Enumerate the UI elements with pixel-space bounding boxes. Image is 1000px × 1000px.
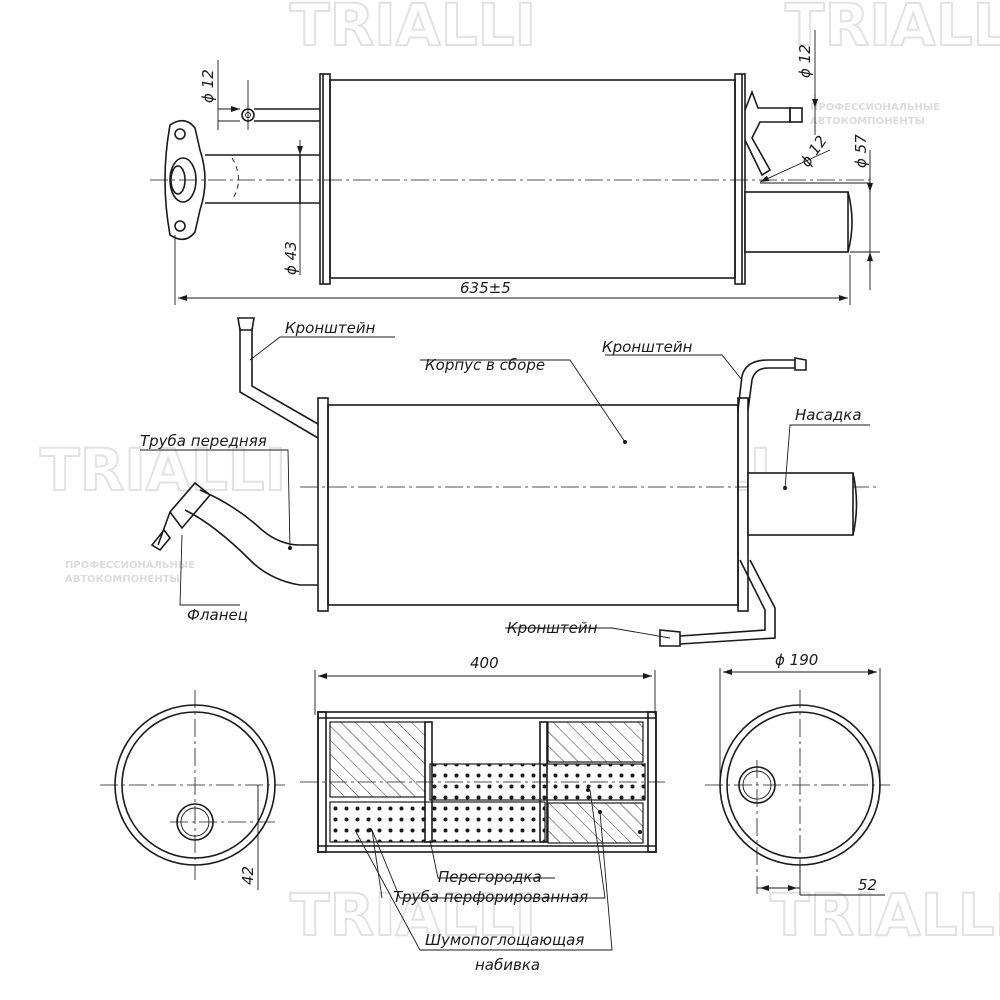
label-packing-line1: Шумопоглощающая	[425, 931, 584, 949]
watermark-text: TRIALLI	[290, 881, 536, 949]
watermark-tagline: АВТОКОМПОНЕНТЫ	[810, 116, 925, 127]
side-tail-tip	[747, 472, 854, 536]
label-bracket-top: Кронштейн	[285, 319, 376, 337]
side-view: Кронштейн Корпус в сборе Кронштейн Труба…	[140, 317, 880, 647]
dim-overall-length: 635±5	[460, 279, 511, 297]
leader-bracket-right	[605, 354, 743, 381]
leader-baffle	[429, 839, 555, 879]
label-flange: Фланец	[187, 606, 248, 624]
dim-front-pipe: ϕ 43	[282, 241, 300, 275]
leader-packing	[354, 811, 613, 951]
top-view: ϕ 12 ϕ 43 ϕ 12 ϕ 12 ϕ 57 635±5	[150, 30, 880, 305]
side-left-bracket	[239, 328, 319, 439]
leader-tip	[784, 424, 870, 489]
end-view-left: 42	[100, 690, 285, 890]
label-tip: Насадка	[795, 406, 862, 424]
top-tail-tip	[744, 191, 849, 253]
label-perforated-pipe: Труба перфорированная	[393, 888, 588, 906]
leader-bracket-top	[249, 336, 395, 361]
label-packing-line2: набивка	[475, 956, 540, 974]
leader-flange	[179, 534, 240, 606]
dim-inlet-bracket: ϕ 12	[199, 69, 217, 103]
label-bracket-right: Кронштейн	[602, 338, 693, 356]
end-view-right: ϕ 190 52	[705, 651, 890, 896]
leader-body	[420, 359, 626, 443]
label-bracket-bottom: Кронштейн	[507, 619, 598, 637]
watermark-text: TRIALLI	[785, 0, 1000, 59]
side-bottom-bracket	[679, 559, 776, 645]
dim-tail-pipe: ϕ 57	[852, 134, 870, 168]
side-right-bracket	[737, 359, 795, 411]
side-front-pipe	[184, 489, 318, 586]
dim-offset-left: 42	[239, 866, 257, 885]
dim-body-dia: ϕ 190	[775, 651, 818, 669]
label-front-pipe: Труба передняя	[140, 432, 267, 450]
watermark-tagline: ПРОФЕССИОНАЛЬНЫЕ	[65, 560, 195, 571]
top-flange	[164, 119, 206, 241]
top-right-bracket	[744, 89, 791, 177]
watermark-text: TRIALLI	[290, 0, 536, 59]
dim-offset-right: 52	[858, 876, 877, 894]
label-body-assembly: Корпус в сборе	[425, 356, 545, 374]
dim-body-length: 400	[470, 654, 499, 672]
leader-front-pipe	[140, 449, 291, 549]
watermark-tagline: ПРОФЕССИОНАЛЬНЫЕ	[810, 102, 940, 113]
watermark-text: TRIALLI	[40, 436, 286, 504]
leader-bracket-bottom	[505, 627, 671, 639]
watermark-text: TRIALLI	[770, 881, 1000, 949]
top-front-pipe	[205, 154, 301, 204]
dim-outlet-bracket: ϕ 12	[796, 44, 814, 78]
section-view: 400 Перегородка Труба перфорированная Шу…	[300, 654, 665, 974]
watermark-tagline: АВТОКОМПОНЕНТЫ	[65, 574, 180, 585]
top-muffler-body	[329, 79, 736, 279]
dim-outlet-bracket-2: ϕ 12	[797, 132, 831, 170]
label-baffle: Перегородка	[438, 868, 542, 886]
side-muffler-body	[327, 404, 739, 606]
